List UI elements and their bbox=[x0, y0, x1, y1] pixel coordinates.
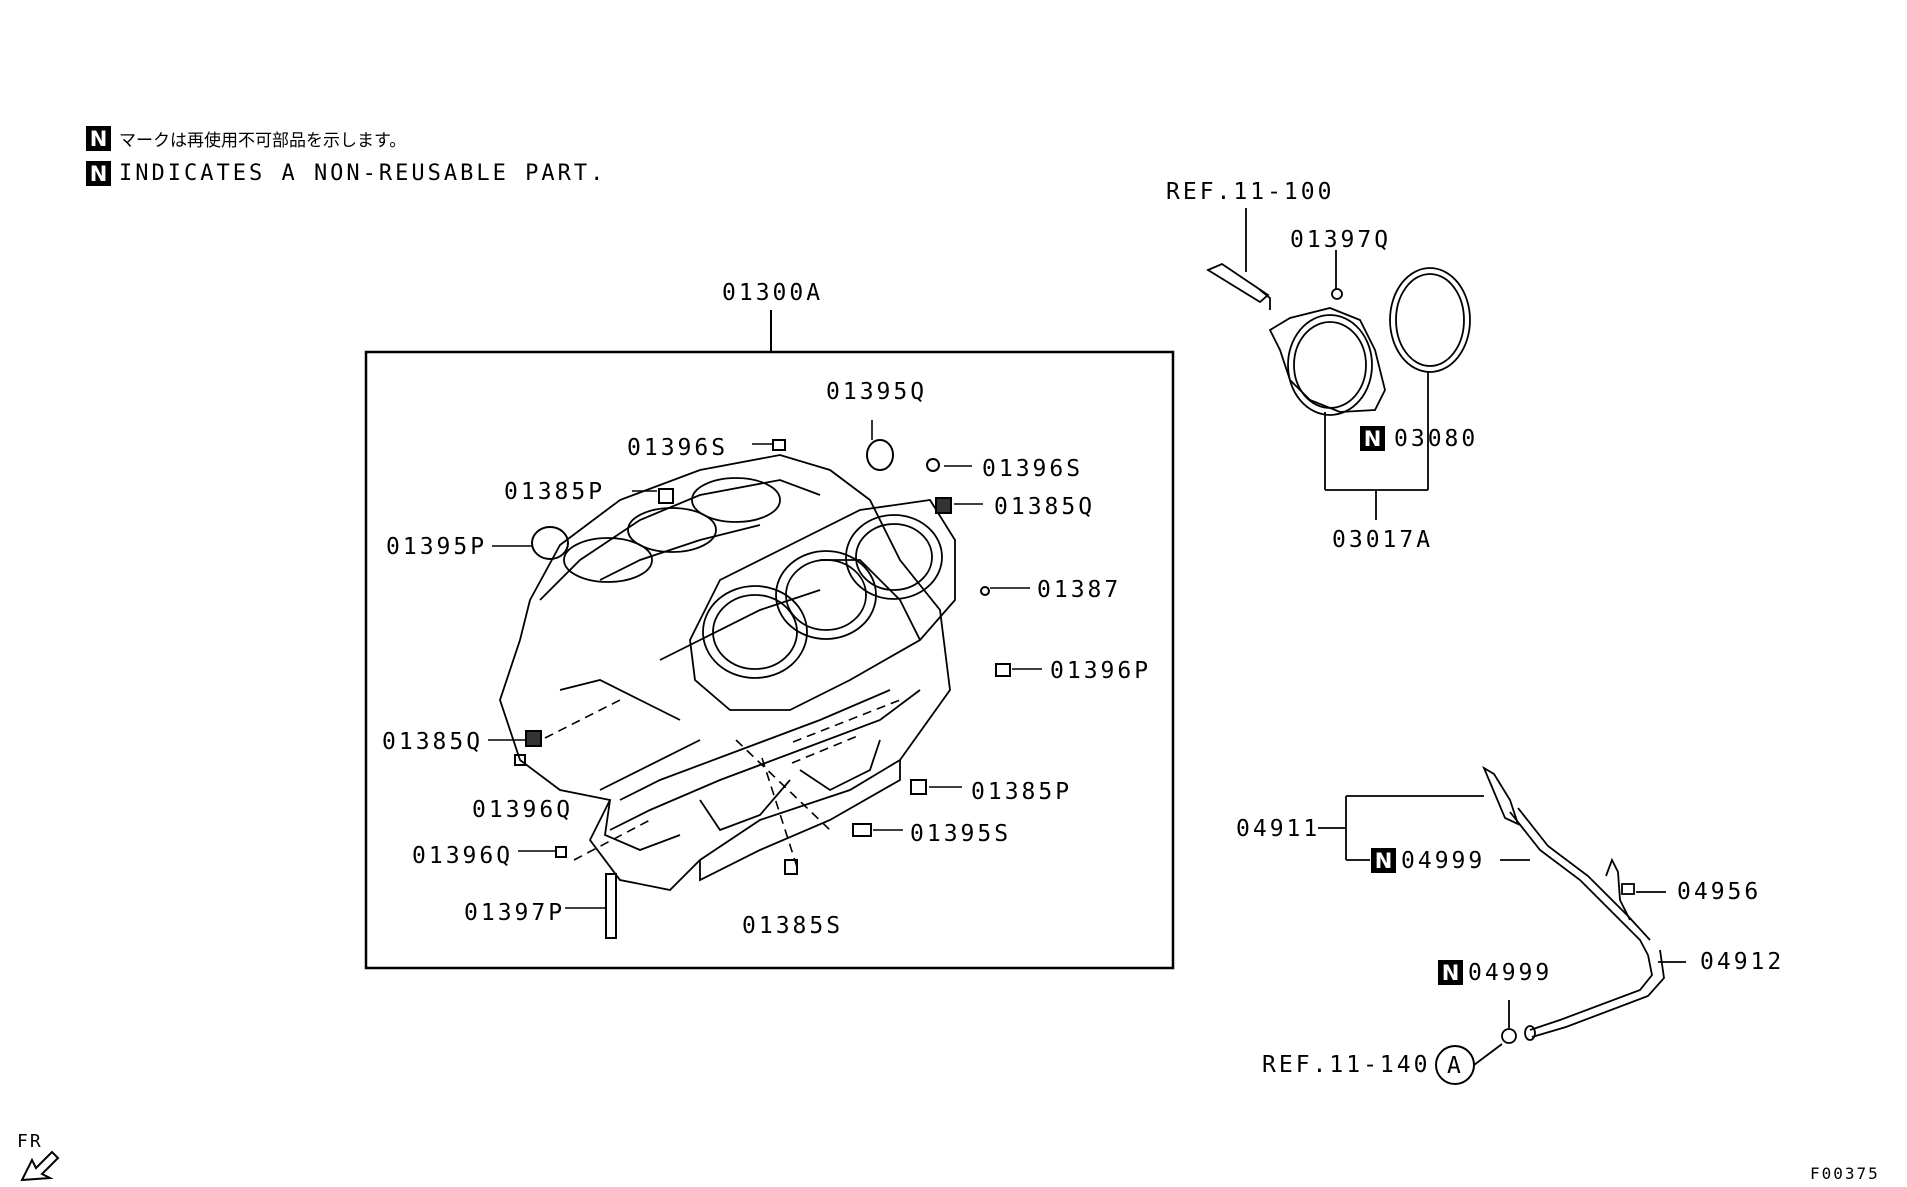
label-01385Q-b: 01385Q bbox=[382, 729, 484, 755]
part-01396Q-pin-a bbox=[514, 754, 526, 766]
part-01397P-bolt bbox=[605, 873, 617, 939]
label-04911: 04911 bbox=[1236, 816, 1321, 842]
label-01385P-a: 01385P bbox=[504, 479, 606, 505]
label-01395P: 01395P bbox=[386, 534, 488, 560]
non-reusable-badge: N bbox=[86, 161, 111, 186]
label-01396P: 01396P bbox=[1050, 658, 1152, 684]
rear-seal-drawing bbox=[1206, 208, 1471, 520]
front-arrow-icon bbox=[20, 1150, 60, 1182]
part-01395P-plug bbox=[531, 526, 569, 560]
legend-japanese-text: マークは再使用不可部品を示します。 bbox=[119, 131, 407, 151]
label-01385S: 01385S bbox=[742, 913, 844, 939]
label-01387: 01387 bbox=[1037, 577, 1122, 603]
label-01395Q: 01395Q bbox=[826, 379, 928, 405]
leaders-block bbox=[488, 420, 1042, 909]
non-reusable-badge: N bbox=[86, 126, 111, 151]
label-01397Q: 01397Q bbox=[1290, 227, 1392, 253]
legend-english-text: INDICATES A NON-REUSABLE PART. bbox=[119, 161, 607, 186]
part-01396S-pin bbox=[772, 439, 786, 451]
cylinder-block-frame bbox=[364, 350, 1175, 970]
part-01396P-pin bbox=[995, 663, 1011, 677]
part-01385P-bolt-b bbox=[910, 779, 927, 795]
part-01385P-bolt bbox=[658, 488, 674, 504]
part-01395S-plug bbox=[852, 823, 872, 837]
part-01395Q-plug bbox=[866, 439, 894, 471]
label-01385Q-a: 01385Q bbox=[994, 494, 1096, 520]
part-01387-pin bbox=[980, 586, 990, 596]
part-01385Q-plug-a bbox=[935, 497, 952, 514]
non-reusable-badge-04999-a: N bbox=[1371, 848, 1396, 873]
part-01385S-plug bbox=[784, 859, 798, 875]
ref-circle-letter: A bbox=[1447, 1053, 1461, 1079]
non-reusable-badge-03080: N bbox=[1360, 426, 1385, 451]
label-ref-11-100: REF.11-100 bbox=[1166, 179, 1335, 205]
label-04999-a: 04999 bbox=[1401, 848, 1486, 874]
label-01385P-b: 01385P bbox=[971, 779, 1073, 805]
ref-circle bbox=[1435, 1045, 1475, 1085]
part-01396Q-pin-b bbox=[555, 846, 567, 858]
label-01397P: 01397P bbox=[464, 900, 566, 926]
legend-english: N INDICATES A NON-REUSABLE PART. bbox=[86, 161, 606, 186]
label-03080: 03080 bbox=[1394, 426, 1479, 452]
label-01396S-a: 01396S bbox=[627, 435, 729, 461]
dipstick-drawing bbox=[1318, 765, 1686, 1066]
front-direction-label: FR bbox=[17, 1131, 43, 1152]
label-01396S-b: 01396S bbox=[982, 456, 1084, 482]
non-reusable-badge-04999-b: N bbox=[1438, 960, 1463, 985]
label-04999-b: 04999 bbox=[1468, 960, 1553, 986]
legend-japanese: N マークは再使用不可部品を示します。 bbox=[86, 126, 406, 151]
label-01396Q-a: 01396Q bbox=[472, 797, 574, 823]
label-04912: 04912 bbox=[1700, 949, 1785, 975]
part-01396S-pin-b bbox=[926, 458, 940, 472]
figure-code: F00375 bbox=[1810, 1164, 1880, 1183]
label-01300A: 01300A bbox=[722, 280, 824, 306]
cylinder-block-drawing bbox=[499, 454, 956, 891]
label-01395S: 01395S bbox=[910, 821, 1012, 847]
label-01396Q-b: 01396Q bbox=[412, 843, 514, 869]
label-04956: 04956 bbox=[1677, 879, 1762, 905]
label-ref-11-140: REF.11-140 bbox=[1262, 1052, 1431, 1078]
part-01385Q-plug-b bbox=[525, 730, 542, 747]
label-03017A: 03017A bbox=[1332, 527, 1434, 553]
